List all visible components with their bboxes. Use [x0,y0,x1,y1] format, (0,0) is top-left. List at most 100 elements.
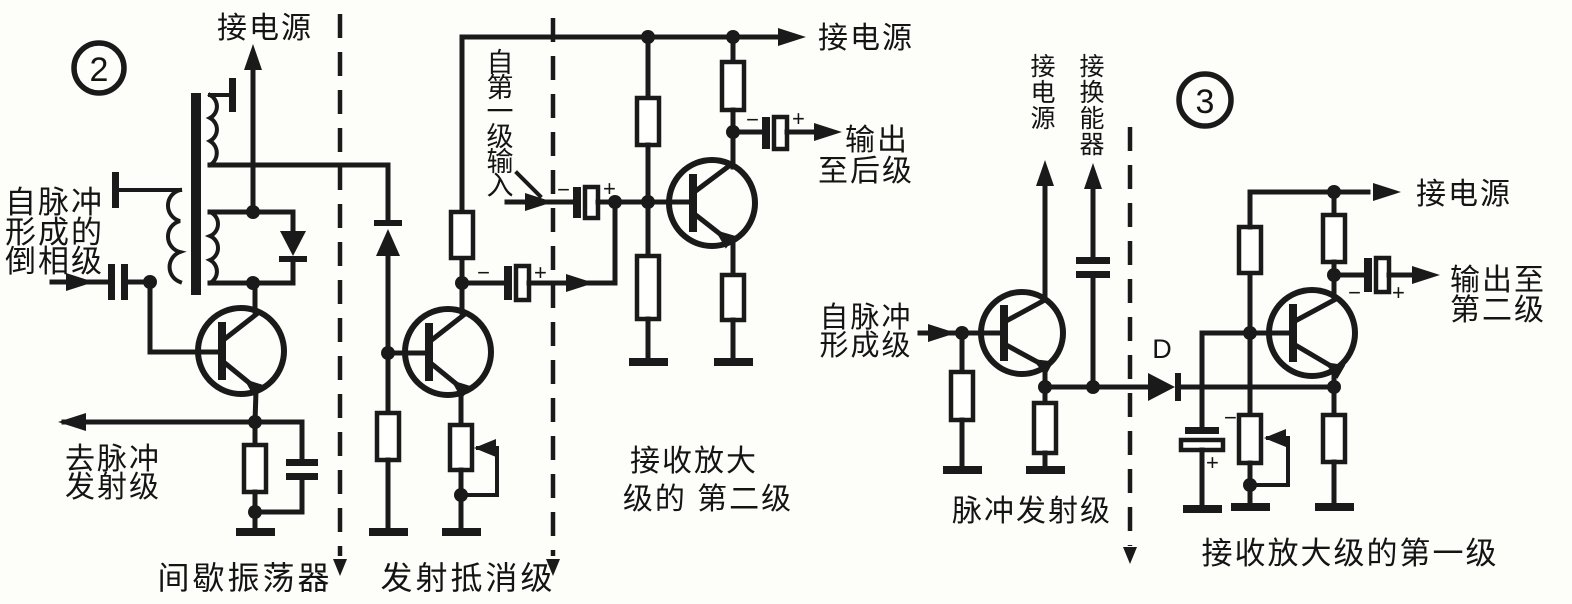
stage-divider-2 [546,18,560,576]
q4-base-branch [943,326,1005,474]
resistor-icon [448,209,476,261]
q2-emitter-arrow-icon [451,380,472,399]
minus-sign: − [477,260,490,285]
q1-base-bar [218,322,226,380]
electrolytic-capacitor-icon [762,117,770,149]
svg-text:自: 自 [487,48,516,78]
q3-base-bar [689,174,697,232]
svg-text:形成级: 形成级 [819,329,912,362]
transistor-q5 [1266,272,1358,390]
input-arrow-icon [928,324,956,342]
panel3-power-port: 接 电 源 [1030,53,1057,186]
amp2-power-label: 接电源 [818,22,914,55]
svg-text:源: 源 [1030,105,1057,133]
q1-emitter-arrow-icon [244,379,265,398]
q5-base-bar [1289,304,1297,362]
svg-text:发射级: 发射级 [65,471,161,504]
resistor-icon [634,253,662,322]
amp1-bias-lower-rheostat [1231,330,1294,511]
q4-emitter-branch [1026,380,1151,474]
q2-emitter-rheostat [442,422,499,536]
resistor-icon [1236,224,1264,276]
terminal-stub-primary [112,172,182,208]
panel3-input-label: 自脉冲 形成级 [819,301,965,362]
ground-icon [1183,505,1222,513]
panel2-badge-number: 2 [90,51,109,89]
amp1-caption: 接收放大级的第一级 [1202,536,1499,571]
coupling-capacitor-icon [108,264,115,300]
svg-text:输出: 输出 [845,124,909,157]
amp2-caption: 接收放大 级的 第二级 [623,445,793,516]
transformer [166,92,220,295]
bypass-capacitor-icon [286,459,318,466]
ground-icon [629,358,668,366]
panel2-caption: 间歇振荡器 [157,560,332,596]
resistor-icon [719,272,747,323]
damper-diode-icon [280,231,306,256]
transformer-secondary-upper-coil [205,92,219,168]
amp2-power-port: 接电源 [778,22,914,55]
svg-text:倒相级: 倒相级 [5,244,104,279]
rheostat-icon [447,422,475,473]
transformer-primary-coil [166,187,187,285]
resistor-icon [1320,412,1348,465]
ground-icon [1231,503,1270,511]
transistor-q1 [147,279,287,425]
panel2-power-arrow [244,44,262,215]
panel3-caption: 脉冲发射级 [952,495,1112,528]
amp2-collector-branch [719,30,747,139]
resistor-icon [1031,400,1059,456]
amp1-emitter-branch [1315,380,1354,511]
output-arrow-icon [1412,266,1440,284]
amp2-bias-divider [629,30,668,366]
minus-sign: − [1348,280,1361,305]
series-diode-d: D [1148,334,1337,401]
amp2-output-port: − + 输出 至后级 [730,106,914,188]
cancel-stage-diode-branch [369,162,408,536]
svg-text:级的 第二级: 级的 第二级 [623,483,793,516]
svg-text:接收放大: 接收放大 [630,445,758,478]
amp2-input-port: − + [504,176,692,221]
power-arrow-icon [1373,183,1401,201]
resistor-icon [241,442,269,495]
output-arrow-icon [58,413,86,431]
svg-text:至后级: 至后级 [818,155,914,188]
svg-text:级: 级 [487,122,516,152]
label-pointer-line [514,170,543,199]
transistor-q2 [385,280,494,428]
svg-text:换: 换 [1079,79,1106,107]
input-arrow-icon [525,193,553,211]
q2-base-bar [425,323,433,381]
panel2-input-label: 自脉冲 形成的 倒相级 [5,185,104,279]
svg-text:形成的: 形成的 [5,215,104,250]
svg-text:电: 电 [1030,79,1057,107]
minus-sign: − [1224,405,1237,430]
resistor-icon [1320,212,1348,265]
transformer-secondary-lower-coil [204,209,220,286]
power-arrow-icon [778,28,806,46]
terminal-stub-secondary [208,78,236,112]
amp1-input-coupling: − + [1178,326,1257,513]
cancel-stage-caption: 发射抵消级 [380,560,555,596]
diode-icon [1148,373,1175,401]
cancel-stage-output-capacitor: − + [459,199,618,303]
svg-text:输出至: 输出至 [1450,264,1546,297]
stage-divider-3 [1123,127,1137,564]
amp2-input-label: 自 第 一 级 输 入 [487,48,543,201]
amp2-emitter-branch [714,272,753,366]
ground-icon [1026,466,1065,474]
minus-sign: − [557,177,570,202]
panel2-output-label: 去脉冲 发射级 [65,443,161,504]
ground-icon [943,466,982,474]
rheostat-icon [1236,412,1264,466]
to-pulse-stage-port [58,413,262,431]
resistor-icon [719,59,747,113]
ground-icon [1315,503,1354,511]
svg-text:第二级: 第二级 [1450,294,1546,327]
electrolytic-capacitor-icon [1185,427,1219,434]
q4-base-bar [1000,305,1008,361]
input-arrow-icon [66,273,94,291]
resistor-icon [948,369,976,423]
resistor-icon [634,95,662,148]
power-arrow-icon [1036,160,1054,186]
